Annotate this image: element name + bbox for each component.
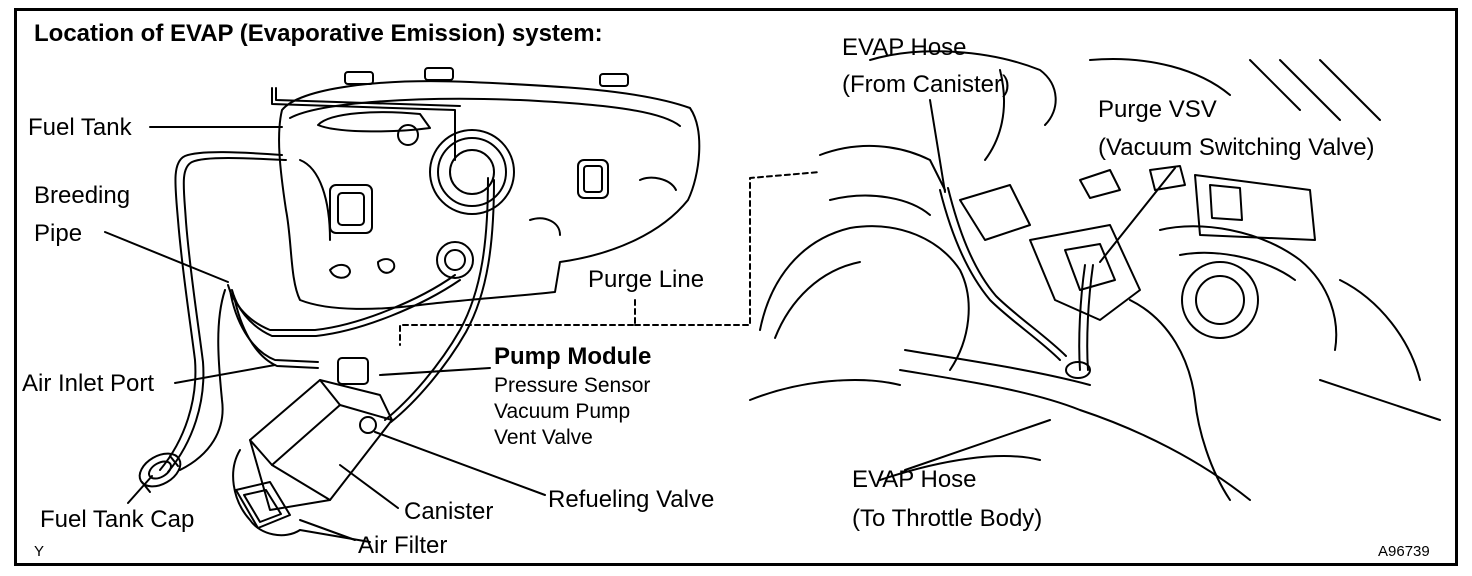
label-vent-valve: Vent Valve xyxy=(494,426,593,449)
figure-id: A96739 xyxy=(1378,543,1430,560)
fuel-tank-cap-drawing xyxy=(138,452,182,493)
engine-bay-drawing xyxy=(749,50,1441,501)
label-pump-module: Pump Module xyxy=(494,343,652,370)
label-air-filter: Air Filter xyxy=(358,532,448,559)
label-fuel-tank-cap: Fuel Tank Cap xyxy=(40,506,195,533)
leader-lines xyxy=(104,99,1176,541)
label-purge-vsv-2: (Vacuum Switching Valve) xyxy=(1098,134,1375,161)
corner-mark-left: Y xyxy=(34,543,45,560)
label-fuel-tank: Fuel Tank xyxy=(28,114,132,141)
label-vacuum-pump: Vacuum Pump xyxy=(494,400,631,423)
label-purge-line: Purge Line xyxy=(588,266,705,293)
label-purge-vsv-1: Purge VSV xyxy=(1098,96,1217,123)
label-evap-hose-canister-2: (From Canister) xyxy=(842,71,1011,98)
diagram-title: Location of EVAP (Evaporative Emission) … xyxy=(34,20,603,47)
canister-drawing xyxy=(232,357,393,543)
label-evap-hose-throttle-2: (To Throttle Body) xyxy=(852,505,1043,532)
diagram-frame xyxy=(14,8,1458,566)
label-pipe: Pipe xyxy=(34,220,83,247)
label-canister: Canister xyxy=(404,498,494,525)
label-air-inlet-port: Air Inlet Port xyxy=(22,370,155,397)
fuel-tank-drawing xyxy=(278,67,701,310)
label-refueling-valve: Refueling Valve xyxy=(548,486,715,513)
pipes xyxy=(159,87,495,473)
label-pressure-sensor: Pressure Sensor xyxy=(494,374,651,397)
label-evap-hose-canister-1: EVAP Hose xyxy=(842,34,967,61)
label-breeding: Breeding xyxy=(34,182,131,209)
label-evap-hose-throttle-1: EVAP Hose xyxy=(852,466,977,493)
